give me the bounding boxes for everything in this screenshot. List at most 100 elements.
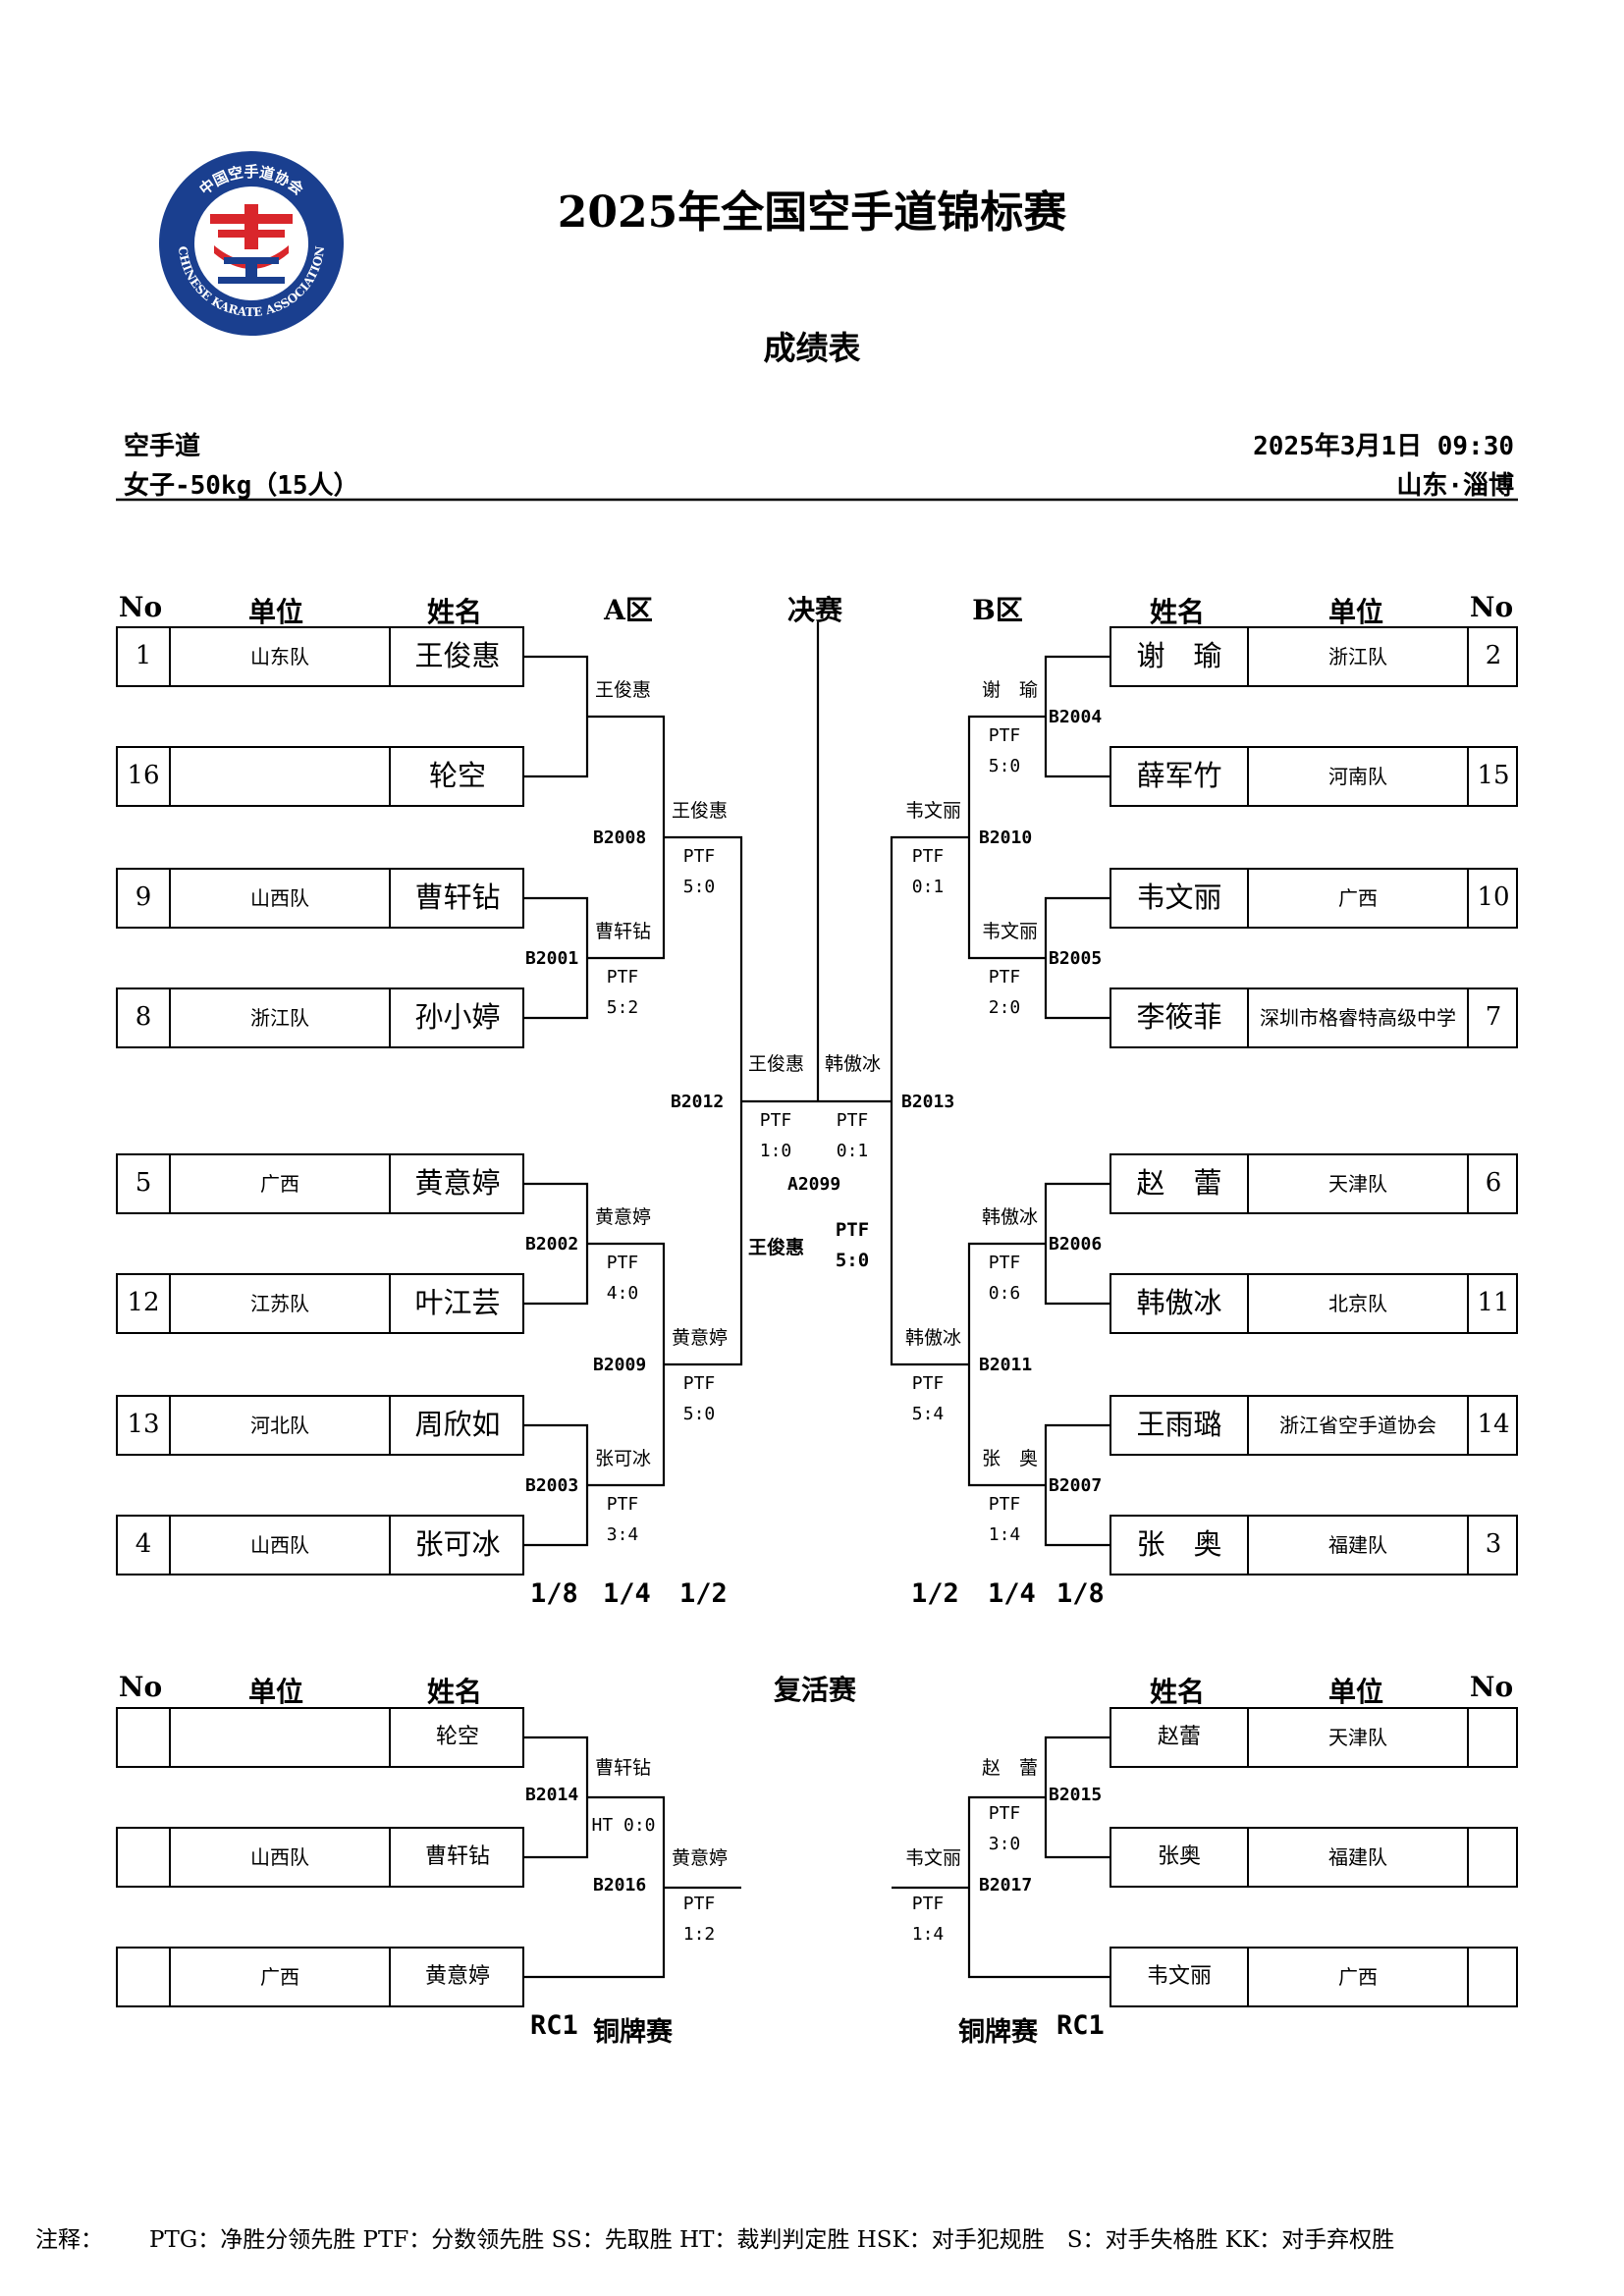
entry-no <box>1467 1829 1518 1886</box>
entry-unit <box>169 748 389 805</box>
entry-unit: 山东队 <box>169 628 389 685</box>
entry-no: 13 <box>127 1410 160 1440</box>
entry-no: 16 <box>127 761 160 791</box>
winner-label: 黄意婷 <box>595 1206 652 1228</box>
page-subtitle: 成绩表 <box>763 329 861 367</box>
entry-no: 8 <box>135 1002 152 1033</box>
entry-name: 曹轩钻 <box>389 1829 524 1886</box>
entry-row: 9 山西队曹轩钻 <box>116 868 524 929</box>
match-code: B2014 <box>525 1785 579 1805</box>
match-code: B2006 <box>1049 1234 1103 1255</box>
match-code: B2015 <box>1049 1785 1103 1805</box>
page-title: 2025年全国空手道锦标赛 <box>557 187 1067 238</box>
winner-label: 韩傲冰 <box>904 1327 961 1349</box>
match-code: B2013 <box>901 1092 955 1112</box>
col-final: 决赛 <box>786 594 842 626</box>
entry-name: 叶江芸 <box>389 1275 524 1332</box>
footer-note-text: PTG：净胜分领先胜 PTF：分数领先胜 SS：先取胜 HT：裁判判定胜 HSK… <box>149 2227 1395 2253</box>
entry-name: 张奥 <box>1157 1844 1201 1870</box>
entry-no: 7 <box>1467 989 1518 1046</box>
entry-unit: 浙江省空手道协会 <box>1247 1397 1467 1454</box>
col-name-right: 姓名 <box>1149 1676 1205 1708</box>
winner-label: 黄意婷 <box>672 1327 729 1349</box>
round-label: 1/8 <box>530 1578 578 1609</box>
winner-label: 韩傲冰 <box>825 1053 882 1075</box>
round-label: 1/8 <box>1056 1578 1105 1609</box>
entry-row: 16 轮空 <box>116 746 524 807</box>
entry-name: 孙小婷 <box>389 989 524 1046</box>
col-unit-left: 单位 <box>247 596 303 628</box>
footer-note-label: 注释： <box>35 2227 103 2253</box>
entry-name: 张 奥 <box>1136 1527 1222 1562</box>
entry-name: 谢 瑜 <box>1136 639 1222 673</box>
entry-unit: 山西队 <box>169 1829 389 1886</box>
entry-name: 王雨璐 <box>1136 1408 1222 1442</box>
match-code: B2002 <box>525 1234 579 1255</box>
entry-unit: 深圳市格睿特高级中学 <box>1247 989 1467 1046</box>
entry-row: 广西黄意婷 <box>116 1947 524 2007</box>
entry-unit: 广西 <box>169 1949 389 2005</box>
entry-name: 李筱菲 <box>1136 1000 1222 1035</box>
entry-no <box>118 1829 169 1886</box>
entry-row: 张奥福建队 <box>1110 1827 1518 1888</box>
entry-row: 轮空 <box>116 1707 524 1768</box>
col-zone-a: A区 <box>604 594 653 626</box>
event-label: 女子-50kg（15人） <box>124 471 359 501</box>
winner-label: 王俊惠 <box>748 1053 805 1075</box>
match-code: B2012 <box>671 1092 725 1112</box>
round-label: 1/2 <box>911 1578 959 1609</box>
entry-no <box>1467 1709 1518 1766</box>
entry-unit: 福建队 <box>1247 1517 1467 1574</box>
entry-unit: 天津队 <box>1247 1709 1467 1766</box>
entry-unit: 天津队 <box>1247 1155 1467 1212</box>
entry-no: 2 <box>1467 628 1518 685</box>
entry-unit: 北京队 <box>1247 1275 1467 1332</box>
final-champion: 王俊惠 <box>748 1237 805 1258</box>
winner-label: 黄意婷 <box>672 1847 729 1869</box>
winner-label: 王俊惠 <box>672 800 729 822</box>
winner-label: 韦文丽 <box>904 1847 961 1869</box>
winner-label: 曹轩钻 <box>595 921 652 942</box>
entry-name: 黄意婷 <box>389 1949 524 2005</box>
entry-name: 薛军竹 <box>1136 759 1222 793</box>
entry-name: 曹轩钻 <box>389 870 524 927</box>
col-no-left: No <box>118 1671 163 1703</box>
entry-name: 张可冰 <box>389 1517 524 1574</box>
winner-label: 张 奥 <box>981 1448 1038 1469</box>
venue-label: 山东·淄博 <box>1396 471 1514 501</box>
entry-name: 轮空 <box>389 748 524 805</box>
col-unit-left: 单位 <box>247 1676 303 1708</box>
entry-no: 15 <box>1467 748 1518 805</box>
entry-no <box>118 1709 169 1766</box>
entry-no <box>118 1949 169 2005</box>
bronze-label: 铜牌赛 <box>593 2017 673 2048</box>
entry-no: 4 <box>135 1529 152 1560</box>
entry-name: 轮空 <box>389 1709 524 1766</box>
bronze-label: 铜牌赛 <box>958 2017 1038 2048</box>
match-code: B2004 <box>1049 707 1103 727</box>
entry-unit: 山西队 <box>169 870 389 927</box>
entry-no: 5 <box>135 1168 152 1199</box>
entry-no: 9 <box>135 882 152 913</box>
col-name-right: 姓名 <box>1149 596 1205 628</box>
entry-name: 韩傲冰 <box>1136 1286 1222 1320</box>
